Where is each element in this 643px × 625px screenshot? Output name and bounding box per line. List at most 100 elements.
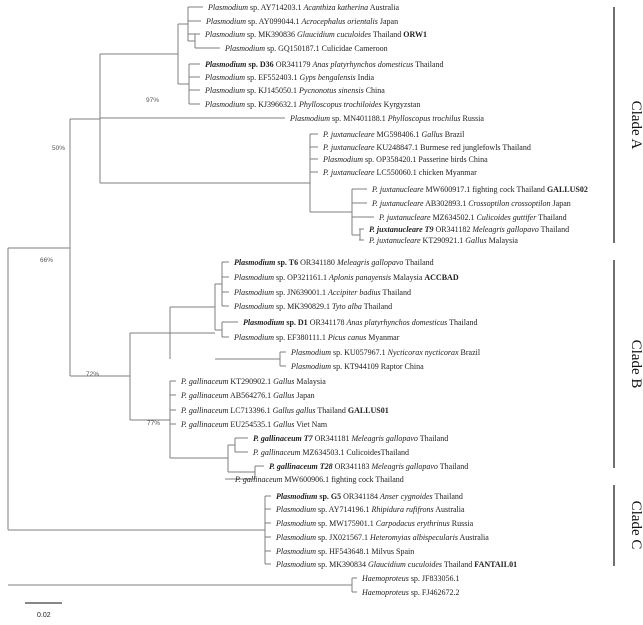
taxon-label: Haemoproteus sp. FJ462672.2 (361, 588, 460, 597)
taxon-label-part: Plasmodium (290, 362, 331, 371)
taxon-label-part: Tyto alba (332, 302, 362, 311)
taxon-label-part: Acanthiza katherina (303, 3, 369, 12)
taxon-label-part: P. gallinaceum (180, 420, 229, 429)
taxon-label-part: Brazil (459, 348, 481, 357)
taxon-label-part: China (364, 86, 386, 95)
bootstrap-value: 97% (146, 97, 159, 104)
clade-label: Clade C (628, 501, 643, 550)
taxon-label-part: MZ634502.1 (431, 213, 477, 222)
taxon-label-part: P. juxtanucleare (371, 185, 424, 194)
taxon-label-part: Australia (458, 533, 489, 542)
taxon-label-part: Gallus (273, 391, 294, 400)
taxon-label-part: Anas platyrhynchos domesticus (346, 318, 448, 327)
bootstrap-value: 50% (52, 145, 65, 152)
taxon-label-part: sp. JF833056.1 (409, 574, 460, 583)
taxon-label: Plasmodium sp. EF552403.1 Gyps bengalens… (204, 73, 375, 82)
taxon-label: P. juxtanucleare AB302893.1 Crossoptilon… (371, 199, 571, 208)
taxon-label-part: Glaucidium cuculoides (368, 560, 442, 569)
taxon-label-part: Plasmodium (290, 348, 331, 357)
taxon-label: P. juxtanucleare MG598406.1 Gallus Brazi… (322, 130, 465, 139)
taxon-label-part: P. juxtanucleare (368, 236, 421, 245)
taxon-label: Plasmodium sp. KJ145050.1 Pycnonotus sin… (204, 86, 385, 95)
taxon-label-part: Carpodacus erythrinus (376, 519, 450, 528)
taxon-label-part: Plasmodium (233, 333, 274, 342)
taxon-label: Plasmodium sp. MN401188.1 Phylloscopus t… (289, 114, 484, 123)
taxon-label-part: sp. GQ150187.1 Culicidae Cameroon (265, 44, 388, 53)
taxon-label-part: P. gallinaceum (234, 475, 283, 484)
taxon-label: Plasmodium sp. KT944109 Raptor China (290, 362, 424, 371)
taxon-label-part: sp. MK390834 (316, 560, 368, 569)
bootstrap-value: 72% (86, 371, 99, 378)
taxon-label-part: sp. KJ145050.1 (245, 86, 299, 95)
taxon-label-part: AB564276.1 (228, 391, 273, 400)
taxon-label-part: sp. JN639001.1 (274, 288, 328, 297)
taxon-label-part: Plasmodium (233, 273, 274, 282)
taxon-label-part: Phylloscopus trochilus (387, 114, 461, 123)
taxon-label-part: KT290902.1 (228, 377, 273, 386)
taxon-label-part: Glaucidium cuculoides (297, 30, 371, 39)
taxon-label-part: Thailand (371, 30, 403, 39)
taxon-label-part: sp. OP358420.1 Passerine birds China (363, 155, 488, 164)
taxon-label-part: Gallus (465, 236, 486, 245)
taxon-label-part: sp. MN401188.1 (330, 114, 388, 123)
taxon-label-part: P. gallinaceum (180, 406, 229, 415)
bootstrap-value: 77% (147, 420, 160, 427)
taxon-label-part: Phylloscopus trochiloides (298, 100, 382, 109)
taxon-label-part: Gallus gallus (273, 406, 316, 415)
taxon-label-part: Plasmodium (204, 73, 245, 82)
taxon-label-part: Plasmodium (243, 318, 284, 327)
taxon-label: Plasmodium sp. MK390836 Glaucidium cucul… (204, 30, 427, 39)
taxon-label: P. gallinaceum AB564276.1 Gallus Japan (180, 391, 315, 400)
taxon-label: Plasmodium sp. KU057967.1 Nycticorax nyc… (290, 348, 481, 357)
taxon-label-part: Viet Nam (294, 420, 327, 429)
taxon-label-part: P. juxtanucleare (378, 213, 431, 222)
clade-label: Clade B (628, 340, 643, 389)
taxon-label-part: P. gallinaceum (180, 391, 229, 400)
taxon-label: Plasmodium sp. AY099044.1 Acrocephalus o… (205, 17, 398, 26)
taxon-label-part: Russia (450, 519, 474, 528)
taxon-label-part: OR341182 (434, 225, 473, 234)
taxon-label-part: Plasmodium (233, 302, 274, 311)
taxon-label-part: Gallus (421, 130, 442, 139)
taxon-label: Plasmodium sp. G5 OR341184 Anser cygnoid… (276, 492, 463, 501)
taxon-label: P. gallinaceum KT290902.1 Gallus Malaysi… (180, 377, 326, 386)
taxon-label-part: Plasmodium (289, 114, 330, 123)
taxon-label-part: Malaysia (294, 377, 326, 386)
taxon-label-part: Gallus (273, 420, 294, 429)
taxon-label-part: Acrocephalus orientalis (301, 17, 378, 26)
taxon-label-part: sp. FJ462672.2 (409, 588, 460, 597)
bootstrap-value: 66% (40, 257, 53, 264)
taxon-label-part: ORW1 (403, 30, 427, 39)
taxon-label: Plasmodium sp. T6 OR341180 Meleagris gal… (234, 258, 434, 267)
taxon-label-part: OR341180 (298, 258, 337, 267)
taxon-label-part: ACCBAD (424, 273, 458, 282)
taxon-label-part: Plasmodium (204, 86, 245, 95)
taxon-label: P. juxtanucleare KU248847.1 Burmese red … (322, 143, 531, 152)
taxon-label-part: sp. G5 (317, 492, 341, 501)
taxon-label-part: Meleagris gallopavo (336, 258, 403, 267)
taxon-label-part: Thailand (447, 318, 477, 327)
taxon-label-part: MW600906.1 fighting cock Thailand (282, 475, 403, 484)
taxon-label-part: sp. AY099044.1 (246, 17, 302, 26)
taxon-label-part: sp. D1 (284, 318, 307, 327)
taxon-label-part: Anser cygnoides (379, 492, 433, 501)
taxon-label: Plasmodium sp. D1 OR341178 Anas platyrhy… (243, 318, 478, 327)
taxon-label-part: OR341184 (341, 492, 380, 501)
taxon-label-part: P. juxtanucleare (322, 168, 375, 177)
taxon-label-part: P. juxtanucleare (371, 199, 424, 208)
taxon-label-part: Plasmodium (224, 44, 265, 53)
taxon-label-part: Plasmodium (234, 258, 275, 267)
taxon-label-part: OR341178 (308, 318, 347, 327)
taxon-label-part: Thailand (539, 225, 569, 234)
taxon-label: Plasmodium sp. D36 OR341179 Anas platyrh… (205, 60, 444, 69)
taxon-label-part: Plasmodium (275, 547, 316, 556)
tree-branches (7, 6, 374, 593)
taxon-label: P. gallinaceum MW600906.1 fighting cock … (234, 475, 404, 484)
taxon-label-part: Meleagris gallopavo (471, 225, 538, 234)
taxon-label-part: sp. OP321161.1 (274, 273, 329, 282)
taxon-label: P. gallinaceum MZ634503.1 CulicoidesThai… (252, 448, 409, 457)
taxon-label-part: sp. MW175901.1 (316, 519, 376, 528)
taxon-label-part: OR341179 (274, 60, 313, 69)
taxon-label-part: LC550060.1 chicken Myanmar (375, 168, 478, 177)
